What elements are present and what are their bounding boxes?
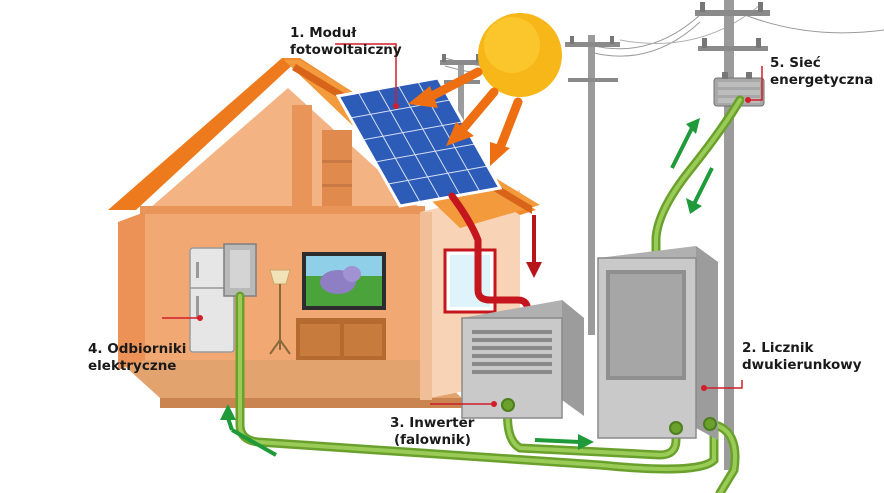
label-inverter: 3. Inwerter (falownik)	[390, 415, 475, 448]
label-grid: 5. Sieć energetyczna	[770, 55, 873, 88]
refrigerator	[189, 247, 235, 353]
dc-cable	[448, 192, 532, 316]
floor-lamp	[269, 269, 291, 355]
flow-arrows	[220, 118, 714, 457]
svg-text:elektryczne: elektryczne	[88, 358, 176, 374]
leader-lines	[162, 43, 763, 407]
label-meter: 2. Licznik dwukierunkowy	[742, 340, 862, 373]
svg-text:4. Odbiorniki: 4. Odbiorniki	[88, 341, 186, 357]
svg-text:fotowoltaiczny: fotowoltaiczny	[290, 42, 402, 58]
label-consumers: 4. Odbiorniki elektryczne	[88, 341, 186, 374]
svg-text:(falownik): (falownik)	[394, 432, 471, 448]
sun-rays	[408, 67, 523, 166]
svg-text:3. Inwerter: 3. Inwerter	[390, 415, 475, 431]
svg-text:1. Moduł: 1. Moduł	[290, 25, 357, 41]
electric-panel	[223, 243, 257, 297]
tv-cabinet	[296, 318, 386, 360]
label-pv-module: 1. Moduł fotowoltaiczny	[290, 25, 402, 58]
svg-text:5. Sieć: 5. Sieć	[770, 55, 821, 71]
sun	[478, 13, 562, 97]
svg-text:energetyczna: energetyczna	[770, 72, 873, 88]
svg-text:dwukierunkowy: dwukierunkowy	[742, 357, 862, 373]
bidirectional-meter	[597, 246, 718, 440]
inverter	[461, 300, 584, 419]
television	[302, 252, 386, 310]
utility-pole-middle	[565, 35, 620, 335]
utility-pole-large	[695, 0, 770, 470]
svg-text:2. Licznik: 2. Licznik	[742, 340, 815, 356]
